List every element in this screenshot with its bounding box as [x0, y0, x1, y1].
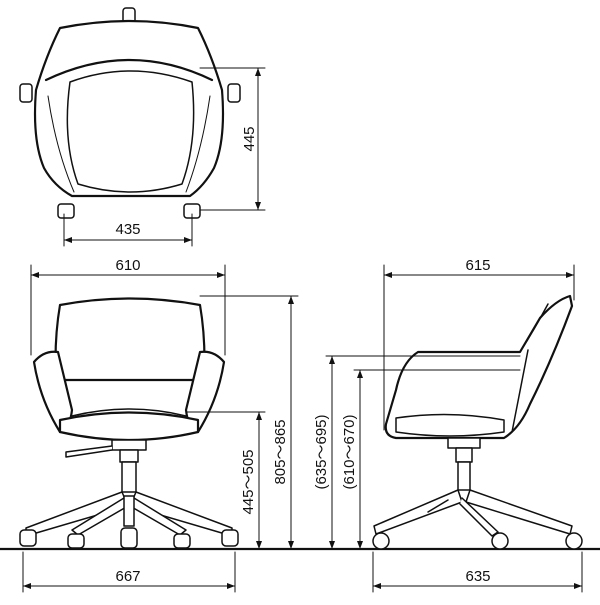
- front-width-label: 610: [115, 257, 140, 274]
- front-seat-height-label: 445～505: [240, 449, 257, 514]
- front-mechanism: [111, 439, 147, 451]
- side-mechanism: [447, 437, 481, 449]
- front-view: 610 445～505: [19, 257, 299, 593]
- front-base-leg-inner-right: [129, 497, 187, 536]
- front-seat-arrow-top: [256, 412, 262, 420]
- side-gas-column: [457, 461, 471, 491]
- front-caster-4: [173, 533, 191, 549]
- front-seat-cushion: [58, 411, 200, 442]
- side-seat-arrow-top: [357, 370, 363, 378]
- front-caster-2: [67, 533, 85, 549]
- front-base-leg-center: [123, 495, 135, 527]
- front-base-width-label: 667: [115, 568, 140, 585]
- top-seat-cushion: [66, 70, 195, 193]
- side-caster-middle: [491, 532, 509, 550]
- side-base-width-label: 635: [465, 568, 490, 585]
- front-base-arrow-right: [227, 583, 235, 589]
- side-arm-height-label: (635～695): [313, 414, 330, 489]
- side-base-leg-right: [465, 489, 573, 535]
- side-width-arrow-right: [566, 272, 574, 278]
- front-base-arrow-left: [23, 583, 31, 589]
- top-width-arrow-left: [64, 237, 72, 243]
- front-caster-5: [221, 529, 239, 547]
- front-height-arrow-bottom: [288, 541, 294, 549]
- side-arm-arrow-top: [329, 356, 335, 364]
- side-base-arrow-right: [574, 583, 582, 589]
- front-gas-column: [121, 461, 137, 493]
- side-base-leg-left: [373, 489, 463, 535]
- side-base-arrow-left: [373, 583, 381, 589]
- side-backrest-seam: [519, 303, 549, 353]
- top-width-label: 435: [115, 221, 140, 238]
- front-caster-3: [120, 527, 138, 549]
- front-height-arrow-top: [288, 296, 294, 304]
- side-column-cover: [455, 447, 473, 463]
- top-caster-bottom-left: [57, 203, 75, 219]
- front-width-arrow-right: [217, 272, 225, 278]
- side-seat-arrow-bottom: [357, 541, 363, 549]
- top-caster-left: [19, 83, 33, 103]
- side-width-arrow-left: [384, 272, 392, 278]
- top-depth-arrow-top: [255, 68, 261, 76]
- front-height-label: 805～865: [272, 419, 289, 484]
- top-caster-right: [227, 83, 241, 103]
- side-backrest-edge: [511, 349, 529, 433]
- front-width-arrow-left: [31, 272, 39, 278]
- side-arm-arrow-bottom: [329, 541, 335, 549]
- top-depth-label: 445: [241, 126, 258, 151]
- side-seat-height-label: (610～670): [341, 414, 358, 489]
- top-depth-arrow-bottom: [255, 202, 261, 210]
- front-seat-top-edge: [71, 408, 187, 417]
- front-backrest: [54, 297, 206, 382]
- side-width-label: 615: [465, 257, 490, 274]
- top-arm-seam-right: [185, 95, 211, 193]
- top-view: 445 435: [19, 7, 266, 247]
- front-column-cover: [119, 449, 139, 463]
- front-caster-1: [19, 529, 37, 547]
- side-caster-right: [565, 532, 583, 550]
- top-width-arrow-right: [184, 237, 192, 243]
- top-backrest-band: [44, 58, 214, 82]
- front-lever: [65, 445, 113, 458]
- side-seat-cushion: [395, 413, 505, 437]
- side-caster-left: [372, 532, 390, 550]
- front-base-leg-inner-left: [71, 497, 129, 536]
- side-view: 615 (635～695) (610～670): [313, 257, 583, 593]
- side-base-leg-back: [427, 499, 449, 513]
- top-arm-seam-left: [47, 95, 75, 193]
- front-seat-arrow-bottom: [256, 541, 262, 549]
